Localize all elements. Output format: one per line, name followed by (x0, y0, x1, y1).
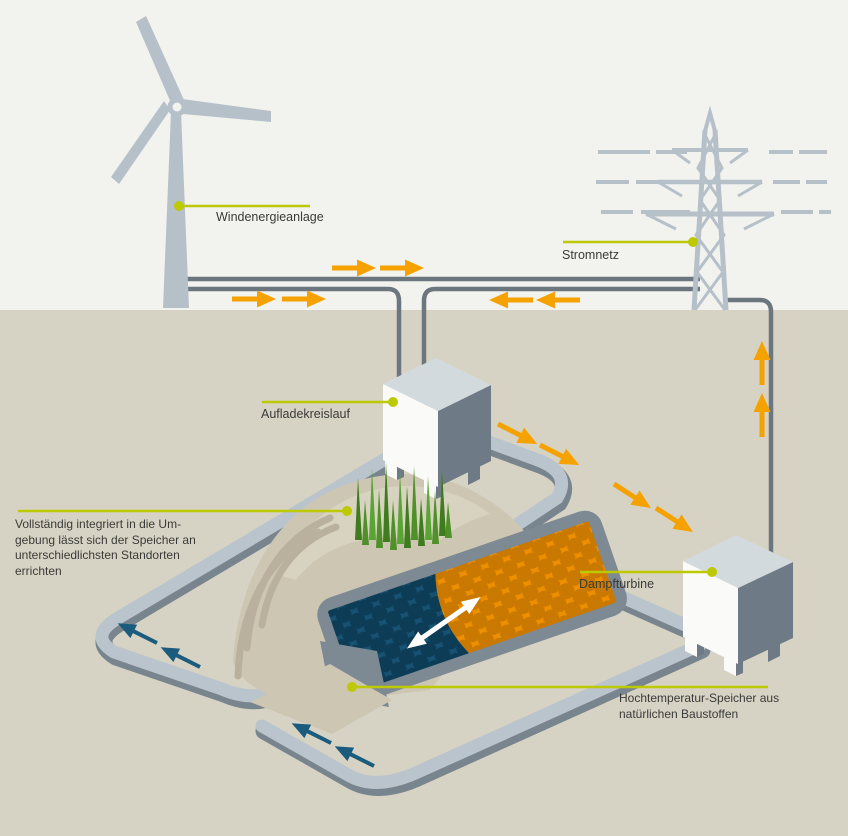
power-pylon (645, 105, 775, 311)
label-wind-turbine: Windenergieanlage (216, 210, 324, 224)
cable-grid-to-charger (421, 286, 700, 380)
turbine-blade (182, 99, 271, 122)
turbine-blade (136, 16, 184, 103)
box-top-face (383, 358, 491, 411)
turbine-hub-center (172, 102, 182, 112)
box-front-face (383, 384, 438, 487)
label-charging-circuit: Aufladekreislauf (261, 407, 350, 421)
storage-trench (250, 664, 392, 734)
pipe-discharge-return (255, 638, 707, 789)
box-front-face (683, 561, 738, 664)
charging-circuit-box (383, 358, 491, 499)
power-cables (176, 276, 774, 556)
box-top-face (683, 535, 793, 588)
cable-turbine-box-to-grid (723, 297, 774, 556)
leader-lines (18, 201, 768, 692)
heat-exchange-arrow (406, 596, 481, 649)
grass (355, 462, 452, 550)
label-storage: Hochtemperatur-Speicher aus natürlichen … (619, 691, 780, 721)
mound-terraces (234, 514, 340, 680)
steam-turbine-box (683, 535, 793, 676)
box-right-face (738, 562, 793, 664)
label-steam-turbine: Dampfturbine (579, 577, 655, 591)
turbine-blade (111, 101, 170, 184)
heat-storage-cutaway (250, 510, 627, 734)
pipe-charging-feed (441, 420, 568, 563)
label-integration-note: Vollständig integriert in die Um- gebung… (15, 517, 196, 578)
box-right-face (438, 385, 491, 487)
pipe-charging-return (95, 429, 431, 703)
cable-turbine-to-charger (176, 286, 402, 380)
label-grid: Stromnetz (562, 248, 619, 262)
storage-hot-section (435, 521, 617, 654)
